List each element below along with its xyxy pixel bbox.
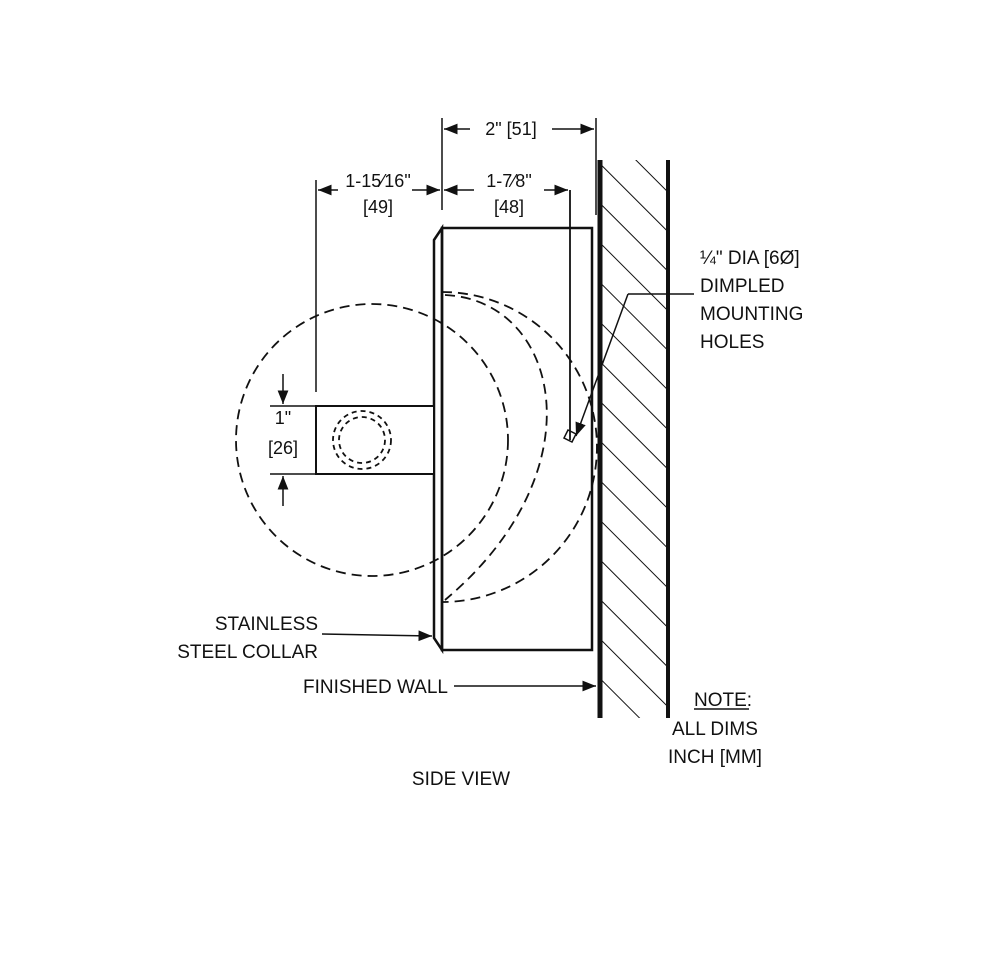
mounting-hole-dimple bbox=[562, 428, 578, 444]
dimension-arm-height: 1" [26] bbox=[268, 374, 316, 506]
mounting-holes-label-1: ¼" DIA [6Ø] bbox=[700, 248, 800, 269]
spindle-outer bbox=[332, 410, 392, 470]
collar-label-2: STEEL COLLAR bbox=[177, 642, 318, 663]
overall-depth-label: 2" [51] bbox=[485, 119, 536, 139]
dimension-overall-depth: 2" [51] bbox=[441, 118, 597, 215]
body-depth-inch-label: 1-7⁄8" bbox=[486, 171, 531, 191]
wall-hatch-fill bbox=[600, 160, 668, 718]
arm-height-inch-label: 1" bbox=[275, 408, 291, 428]
callout-collar: STAINLESS STEEL COLLAR bbox=[177, 614, 433, 663]
support-arm bbox=[315, 405, 435, 475]
body-depth-mm-label: [48] bbox=[494, 197, 524, 217]
arm-rect bbox=[315, 405, 435, 475]
collar-label-1: STAINLESS bbox=[215, 614, 318, 635]
finished-wall bbox=[597, 160, 670, 718]
roll-right-arc bbox=[444, 294, 548, 601]
arm-offset-inch-label: 1-15⁄16" bbox=[345, 171, 410, 191]
roll-outlines bbox=[235, 291, 598, 603]
mounting-holes-label-3: MOUNTING bbox=[700, 304, 803, 325]
dimension-body-depth: 1-7⁄8" [48] bbox=[444, 171, 568, 217]
stainless-steel-collar bbox=[432, 223, 444, 655]
roll-behind-outline bbox=[441, 291, 598, 603]
note-line-1: ALL DIMS bbox=[672, 719, 758, 740]
view-title: SIDE VIEW bbox=[412, 769, 510, 790]
note-heading: NOTE: bbox=[694, 690, 752, 711]
leader-mounting-holes-diag bbox=[575, 293, 629, 437]
arm-offset-mm-label: [49] bbox=[363, 197, 393, 217]
callout-mounting-holes: ¼" DIA [6Ø] DIMPLED MOUNTING HOLES bbox=[575, 248, 803, 437]
finished-wall-label: FINISHED WALL bbox=[303, 677, 448, 698]
mounting-holes-label-4: HOLES bbox=[700, 332, 764, 353]
note-line-2: INCH [MM] bbox=[668, 747, 762, 768]
mounting-holes-label-2: DIMPLED bbox=[700, 276, 784, 297]
note-block: NOTE: ALL DIMS INCH [MM] bbox=[668, 690, 762, 768]
spindle-inner bbox=[338, 416, 386, 464]
dimension-arm-offset: 1-15⁄16" [49] bbox=[315, 171, 440, 392]
dispenser-body bbox=[432, 190, 594, 655]
arm-height-mm-label: [26] bbox=[268, 438, 298, 458]
leader-collar bbox=[321, 630, 433, 642]
callout-finished-wall: FINISHED WALL bbox=[303, 677, 596, 698]
roll-large-outline bbox=[235, 303, 509, 577]
